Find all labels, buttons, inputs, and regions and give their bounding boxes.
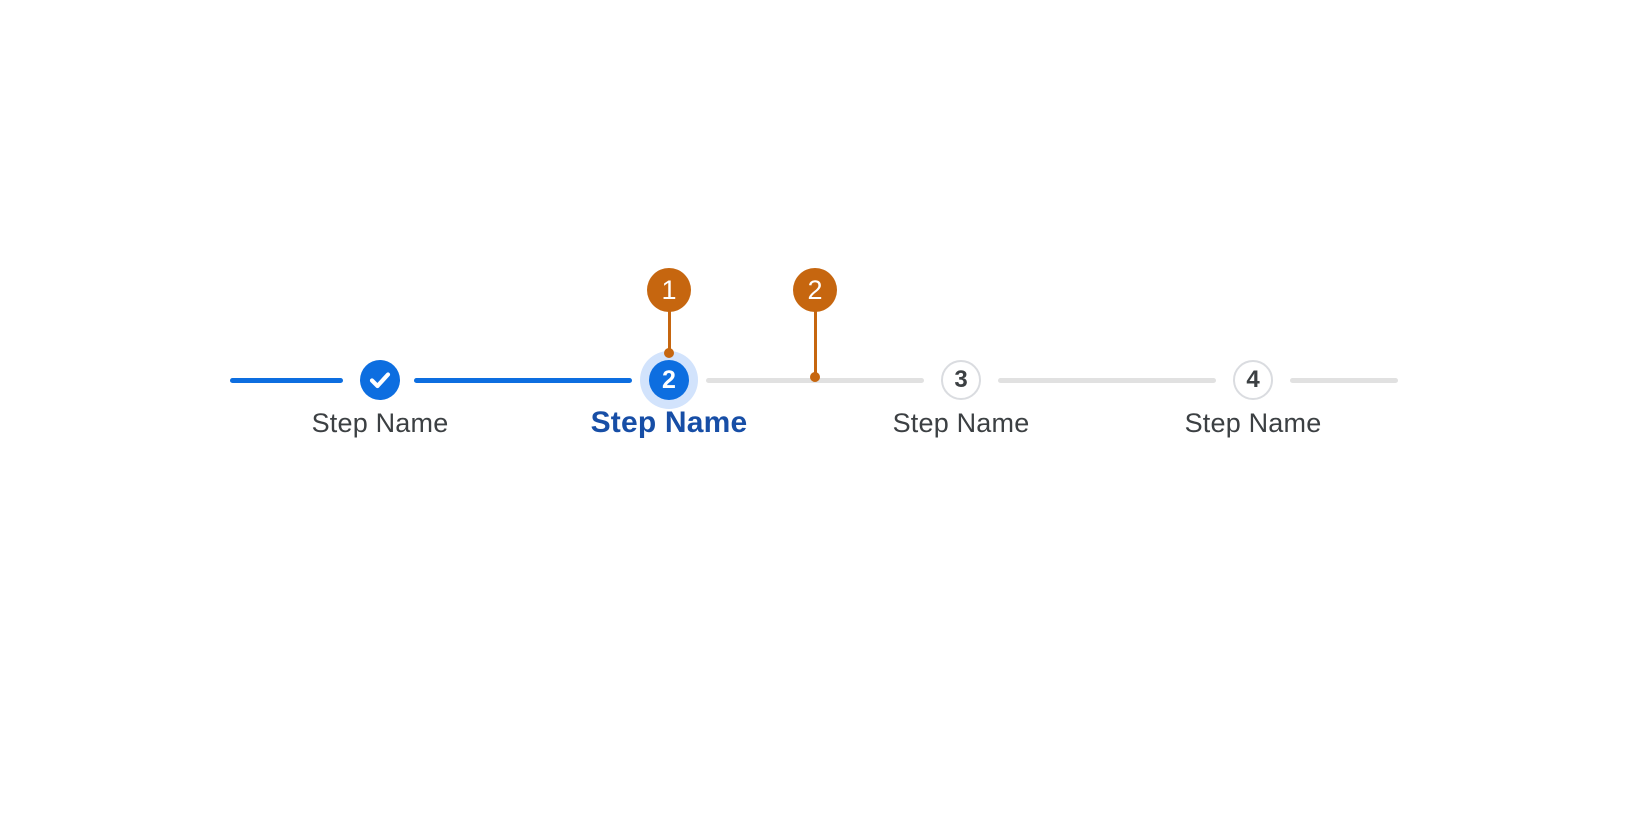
connector-completed-left (230, 378, 343, 383)
connector-upcoming-2 (998, 378, 1216, 383)
step-2-number: 2 (662, 365, 676, 394)
annotation-2-number: 2 (807, 274, 823, 305)
annotation-2-target-dot (810, 372, 820, 382)
step-1-indicator-completed[interactable] (360, 360, 400, 400)
check-icon (369, 371, 391, 389)
annotation-1-stem (667, 310, 671, 350)
step-1-label: Step Name (311, 408, 449, 438)
step-3-indicator-upcoming[interactable]: 3 (941, 360, 981, 400)
annotation-2-stem (813, 310, 817, 374)
step-3-number: 3 (954, 366, 968, 393)
step-4-indicator-upcoming[interactable]: 4 (1233, 360, 1273, 400)
step-4-label: Step Name (1184, 408, 1322, 438)
step-2-indicator-current[interactable]: 2 (649, 360, 689, 400)
annotation-1-number: 1 (661, 274, 677, 305)
annotation-badge-1: 1 (647, 268, 691, 312)
step-3-label: Step Name (892, 408, 1030, 438)
annotation-badge-2: 2 (793, 268, 837, 312)
step-4-number: 4 (1246, 366, 1260, 393)
annotation-1-target-dot (664, 348, 674, 358)
connector-upcoming-right (1290, 378, 1398, 383)
connector-completed-mid (414, 378, 632, 383)
step-2-label-active: Step Name (590, 406, 748, 439)
